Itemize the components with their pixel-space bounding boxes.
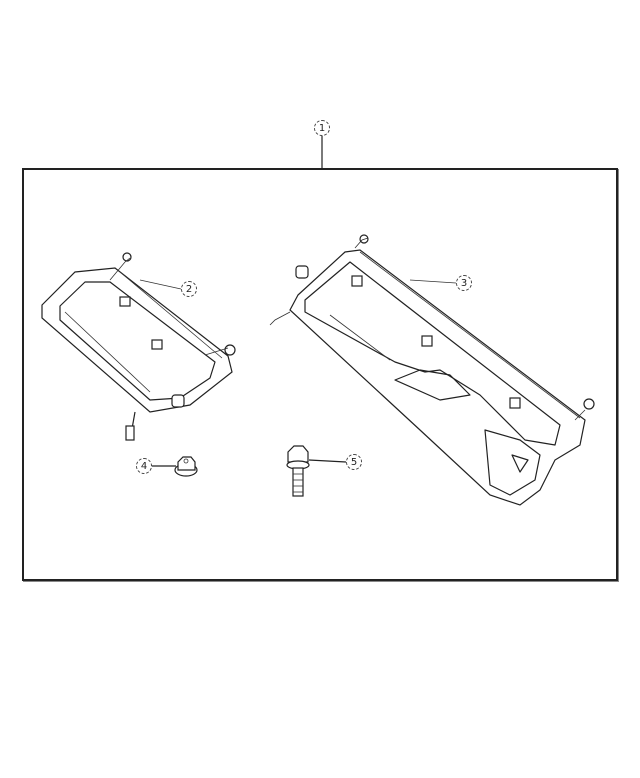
- callout-4: 4: [136, 458, 152, 474]
- callout-3: 3: [456, 275, 472, 291]
- part-2-drawing: [41, 252, 236, 441]
- part-4-drawing: [152, 456, 198, 477]
- callout-2: 2: [181, 281, 197, 297]
- kit-frame: [22, 168, 618, 581]
- callout-1: 1: [314, 120, 330, 136]
- callout-5: 5: [346, 454, 362, 470]
- part-5-drawing: [286, 445, 347, 497]
- part-3-drawing: [269, 234, 595, 506]
